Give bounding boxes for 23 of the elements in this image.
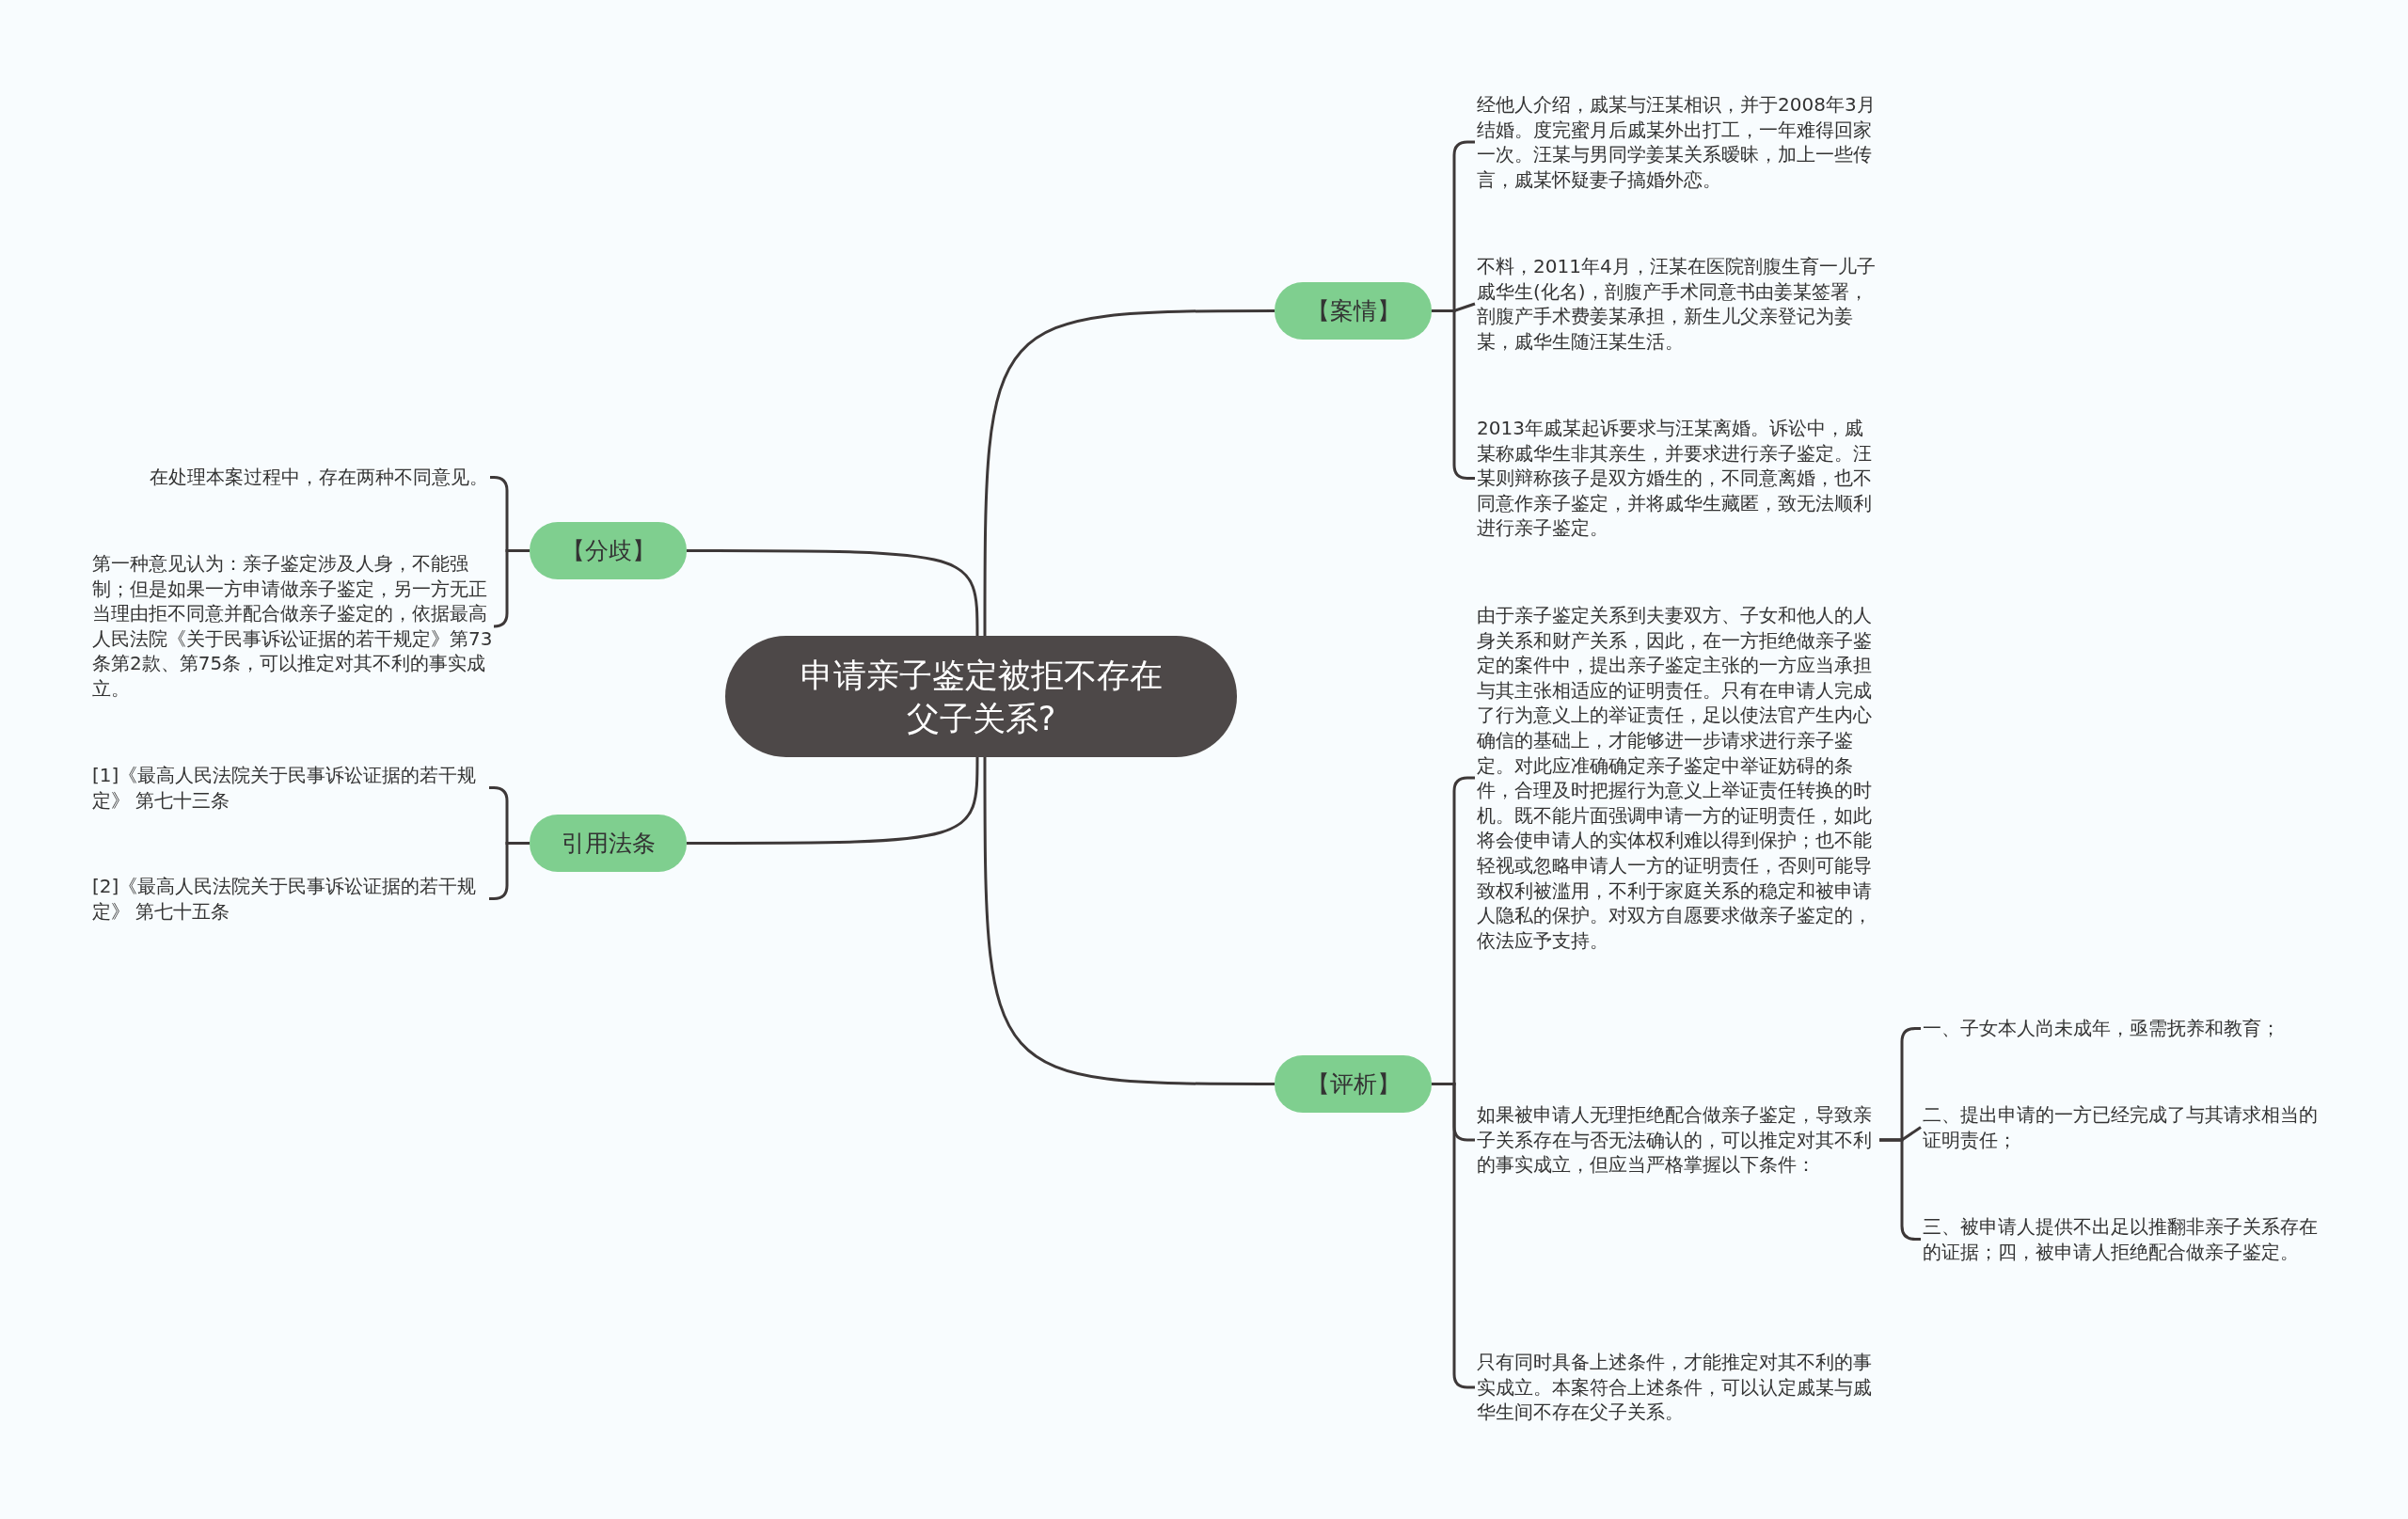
topic-pill: 引用法条 bbox=[530, 815, 687, 872]
note-text: 第一种意见认为：亲子鉴定涉及人身，不能强制；但是如果一方申请做亲子鉴定，另一方无正当理由拒不同意并配合做亲子鉴定的，依据最高人民法院《关于民事诉讼证据的若干规定》第73条第2款、第75条，可以推定对其不利的事实成立。 bbox=[92, 551, 495, 702]
topic-pill: 【分歧】 bbox=[530, 522, 687, 579]
note-text: 如果被申请人无理拒绝配合做亲子鉴定，导致亲子关系存在与否无法确认的，可以推定对其不利的事实成立，但应当严格掌握以下条件： bbox=[1477, 1102, 1879, 1178]
connector-line bbox=[687, 549, 979, 636]
note-text: 在处理本案过程中，存在两种不同意见。 bbox=[131, 465, 488, 490]
note-text: 二、提出申请的一方已经完成了与其请求相当的证明责任； bbox=[1923, 1102, 2325, 1153]
central-topic-pill: 申请亲子鉴定被拒不存在父子关系? bbox=[725, 636, 1237, 757]
note-text: 三、被申请人提供不出足以推翻非亲子关系存在的证据；四，被申请人拒绝配合做亲子鉴定。 bbox=[1923, 1214, 2325, 1265]
connector-line bbox=[983, 309, 1275, 636]
note-text: [2]《最高人民法院关于民事诉讼证据的若干规定》 第七十五条 bbox=[92, 874, 487, 925]
connector-line bbox=[492, 549, 530, 628]
connector-line bbox=[983, 757, 1275, 1085]
connector-line bbox=[687, 757, 979, 845]
note-text: 由于亲子鉴定关系到夫妻双方、子女和他人的人身关系和财产关系，因此，在一方拒绝做亲子鉴定的案件中，提出亲子鉴定主张的一方应当承担与其主张相适应的证明责任。只有在申请人完成了行为意义上的举证责任，足以使法官产生内心确信的基础上，才能够进一步请求进行亲子鉴定。对此应准确确定亲子鉴定中举证妨碍的条件，合理及时把握行为意义上举证责任转换的时机。既不能片面强调申请一方的证明责任，如此将会使申请人的实体权利难以得到保护；也不能轻视或忽略申请人一方的证明责任，否则可能导致权利被滥用，不利于家庭关系的稳定和被申请人隐私的保护。对双方自愿要求做亲子鉴定的，依法应予支持。 bbox=[1477, 603, 1879, 954]
note-text: 经他人介绍，戚某与汪某相识，并于2008年3月结婚。度完蜜月后戚某外出打工，一年难得回家一次。汪某与男同学姜某关系暧昧，加上一些传言，戚某怀疑妻子搞婚外恋。 bbox=[1477, 92, 1879, 193]
topic-pill: 【案情】 bbox=[1275, 282, 1432, 340]
note-text: 只有同时具备上述条件，才能推定对其不利的事实成立。本案符合上述条件，可以认定戚某与戚华生间不存在父子关系。 bbox=[1477, 1350, 1879, 1425]
note-text: [1]《最高人民法院关于民事诉讼证据的若干规定》 第七十三条 bbox=[92, 763, 487, 814]
topic-pill: 【评析】 bbox=[1275, 1055, 1432, 1113]
note-text: 不料，2011年4月，汪某在医院剖腹生育一儿子戚华生(化名)，剖腹产手术同意书由姜某签署，剖腹产手术费姜某承担，新生儿父亲登记为姜某，戚华生随汪某生活。 bbox=[1477, 254, 1879, 355]
note-text: 一、子女本人尚未成年，亟需抚养和教育； bbox=[1923, 1016, 2318, 1041]
note-text: 2013年戚某起诉要求与汪某离婚。诉讼中，戚某称戚华生非其亲生，并要求进行亲子鉴定。汪某则辩称孩子是双方婚生的，不同意离婚，也不同意作亲子鉴定，并将戚华生藏匿，致无法顺利进行亲子鉴定。 bbox=[1477, 416, 1879, 541]
